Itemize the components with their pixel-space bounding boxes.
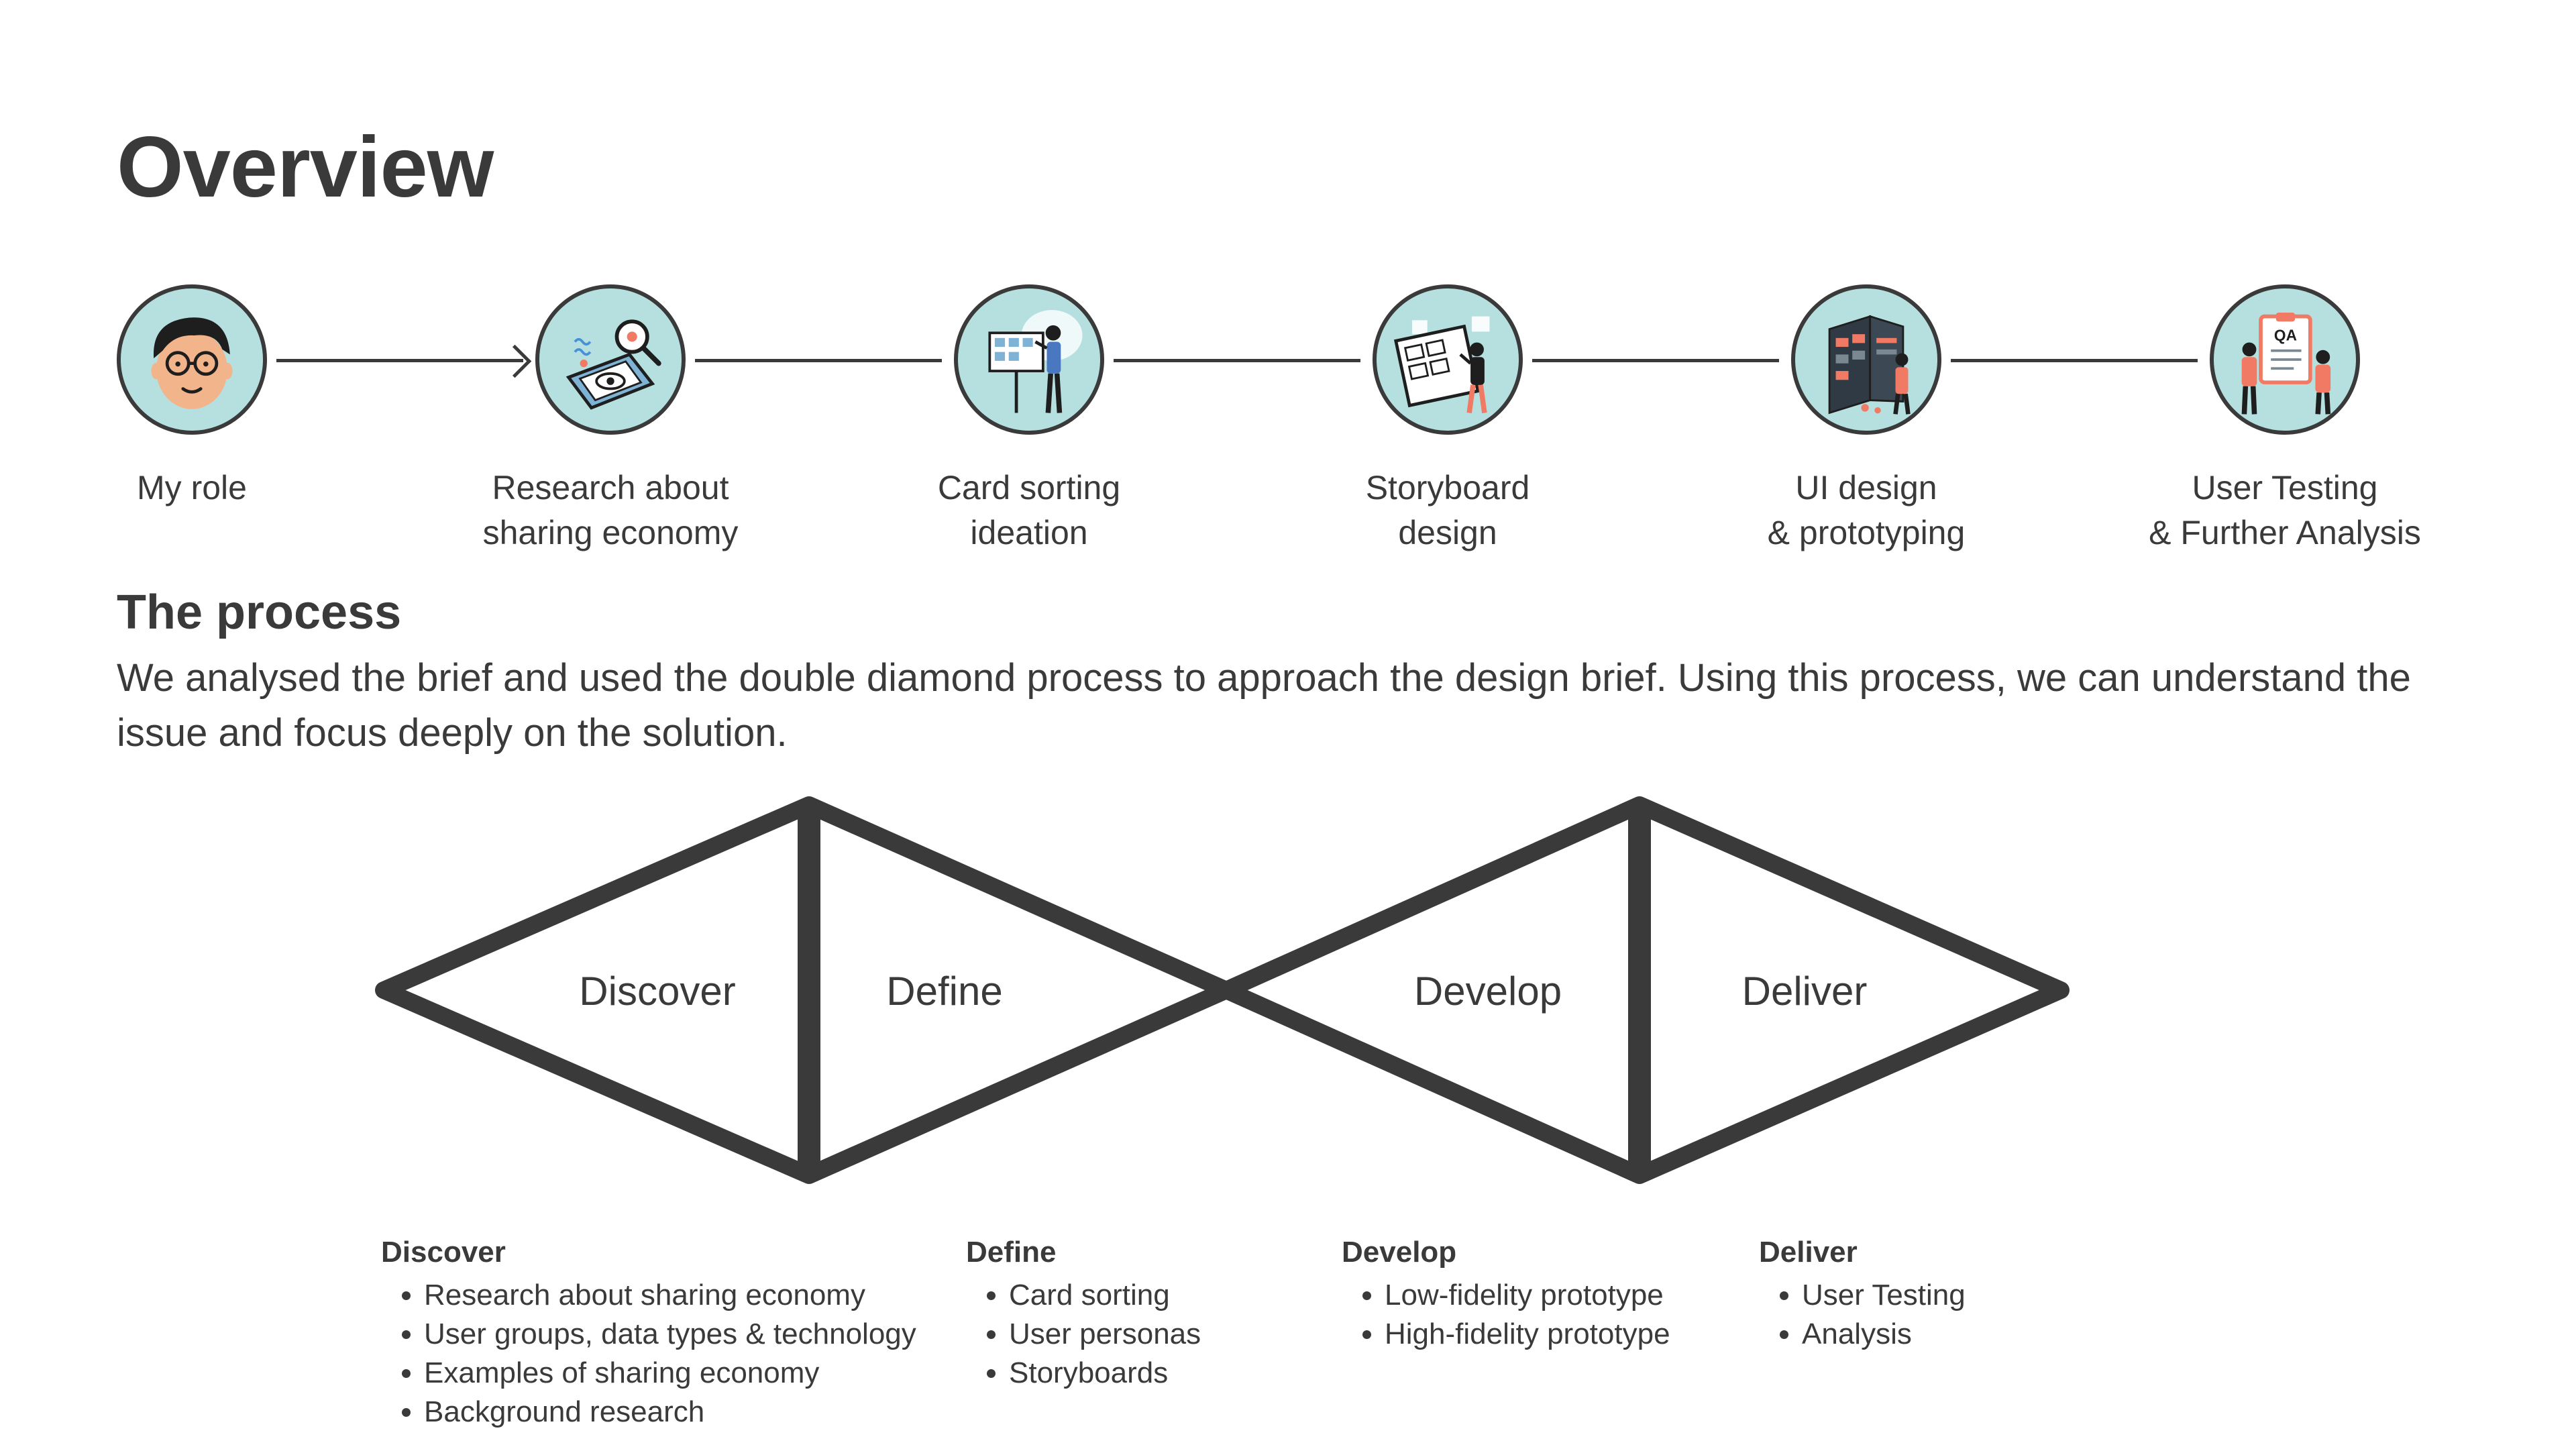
step-label: My role bbox=[137, 469, 247, 506]
ui-design-icon bbox=[1791, 284, 1941, 435]
research-icon bbox=[535, 284, 686, 435]
timeline-connector bbox=[276, 359, 523, 362]
list-item: High-fidelity prototype bbox=[1385, 1315, 1670, 1354]
avatar-icon bbox=[117, 284, 267, 435]
list-item: Research about sharing economy bbox=[424, 1276, 916, 1315]
list-item: Background research bbox=[424, 1393, 916, 1432]
phase-item-list: Research about sharing economy User grou… bbox=[381, 1276, 916, 1432]
list-item: Examples of sharing economy bbox=[424, 1354, 916, 1393]
phase-label-deliver: Deliver bbox=[1742, 969, 1868, 1014]
phase-details-discover: Discover Research about sharing economy … bbox=[381, 1234, 916, 1432]
timeline-connector bbox=[1114, 359, 1360, 362]
phase-item-list: User Testing Analysis bbox=[1759, 1276, 1966, 1354]
list-item: User groups, data types & technology bbox=[424, 1315, 916, 1354]
diamond-right bbox=[1218, 796, 2070, 1184]
step-label: Storyboard design bbox=[1365, 469, 1530, 551]
list-item: Analysis bbox=[1802, 1315, 1966, 1354]
process-description: We analysed the brief and used the doubl… bbox=[117, 656, 2411, 755]
list-item: User personas bbox=[1009, 1315, 1201, 1354]
qa-icon: QA bbox=[2210, 284, 2360, 435]
phase-item-list: Low-fidelity prototype High-fidelity pro… bbox=[1342, 1276, 1670, 1354]
timeline-connector bbox=[1532, 359, 1779, 362]
phase-label-discover: Discover bbox=[579, 969, 735, 1014]
phase-title: Discover bbox=[381, 1236, 506, 1269]
section-heading: The process bbox=[117, 586, 402, 639]
list-item: Low-fidelity prototype bbox=[1385, 1276, 1670, 1315]
step-label: Research about sharing economy bbox=[482, 469, 739, 551]
storyboard-icon bbox=[1373, 284, 1523, 435]
list-item: Card sorting bbox=[1009, 1276, 1201, 1315]
step-label: User Testing & Further Analysis bbox=[2149, 469, 2421, 551]
phase-item-list: Card sorting User personas Storyboards bbox=[966, 1276, 1201, 1393]
page-title: Overview bbox=[117, 119, 494, 215]
phase-label-define: Define bbox=[886, 969, 1002, 1014]
phase-details-define: Define Card sorting User personas Storyb… bbox=[966, 1234, 1201, 1393]
step-label: Card sorting ideation bbox=[937, 469, 1121, 551]
card-sorting-icon bbox=[954, 284, 1104, 435]
process-timeline: QA My role Research about sharing econom… bbox=[0, 0, 2576, 604]
step-label: UI design & prototyping bbox=[1767, 469, 1966, 551]
phase-title: Develop bbox=[1342, 1236, 1457, 1269]
list-item: User Testing bbox=[1802, 1276, 1966, 1315]
phase-title: Deliver bbox=[1759, 1236, 1858, 1269]
phase-details-deliver: Deliver User Testing Analysis bbox=[1759, 1234, 1966, 1354]
phase-title: Define bbox=[966, 1236, 1057, 1269]
timeline-connector bbox=[695, 359, 942, 362]
phase-details-develop: Develop Low-fidelity prototype High-fide… bbox=[1342, 1234, 1670, 1354]
phase-label-develop: Develop bbox=[1414, 969, 1562, 1014]
list-item: Storyboards bbox=[1009, 1354, 1201, 1393]
timeline-connector bbox=[1951, 359, 2198, 362]
qa-badge: QA bbox=[2274, 327, 2297, 344]
